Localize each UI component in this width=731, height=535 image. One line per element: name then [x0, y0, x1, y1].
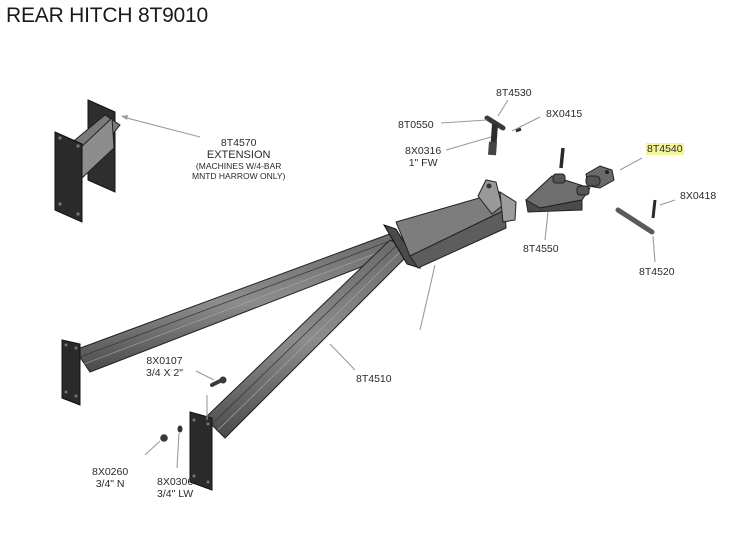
- part-8T4510-frame[interactable]: [61, 179, 517, 491]
- part-number: 8X0316: [405, 145, 442, 157]
- label-8T4570: 8T4570 EXTENSION (MACHINES W/4-BAR MNTD …: [192, 137, 285, 181]
- part-8X0107-bolt[interactable]: [210, 376, 227, 387]
- label-8T0550: 8T0550: [398, 119, 434, 131]
- label-8T4540: 8T4540: [646, 143, 684, 155]
- label-8T4510: 8T4510: [356, 373, 392, 385]
- part-8X0306-washer[interactable]: [177, 425, 183, 433]
- part-8T4530-pin-assembly[interactable]: [484, 115, 522, 156]
- part-number: 8X0306: [157, 476, 194, 488]
- part-number: 8T4570: [220, 137, 257, 149]
- part-number: 8X0107: [146, 355, 183, 367]
- part-description: 1" FW: [408, 157, 438, 169]
- part-description: EXTENSION: [206, 149, 271, 161]
- part-8T4540-clevis[interactable]: [585, 165, 615, 189]
- part-8X0260-nut[interactable]: [160, 434, 168, 442]
- label-8X0260: 8X0260 3/4" N: [92, 466, 128, 490]
- part-8T4570-extension[interactable]: [54, 99, 121, 223]
- part-number: 8X0260: [92, 466, 129, 478]
- label-8X0316: 8X0316 1" FW: [405, 145, 441, 169]
- label-8T4530: 8T4530: [496, 87, 532, 99]
- diagram-title: REAR HITCH 8T9010: [6, 4, 208, 27]
- leader-lines: [121, 99, 676, 469]
- part-8T4550-hitch-plate[interactable]: [525, 147, 591, 213]
- part-description: 3/4" N: [95, 478, 125, 490]
- part-note: (MACHINES W/4-BAR: [195, 161, 282, 171]
- label-8X0107: 8X0107 3/4 X 2": [146, 355, 183, 379]
- label-8X0306: 8X0306 3/4" LW: [157, 476, 193, 500]
- part-description: 3/4" LW: [157, 488, 194, 500]
- label-8T4550: 8T4550: [523, 243, 559, 255]
- label-8X0415: 8X0415: [546, 108, 583, 120]
- label-8X0418: 8X0418: [680, 190, 717, 202]
- highlighted-part-number: 8T4540: [646, 143, 684, 155]
- part-8T4520-pin[interactable]: [615, 199, 657, 235]
- part-description: 3/4 X 2": [146, 367, 184, 379]
- label-8T4520: 8T4520: [639, 266, 675, 278]
- part-note: MNTD HARROW ONLY): [192, 171, 286, 181]
